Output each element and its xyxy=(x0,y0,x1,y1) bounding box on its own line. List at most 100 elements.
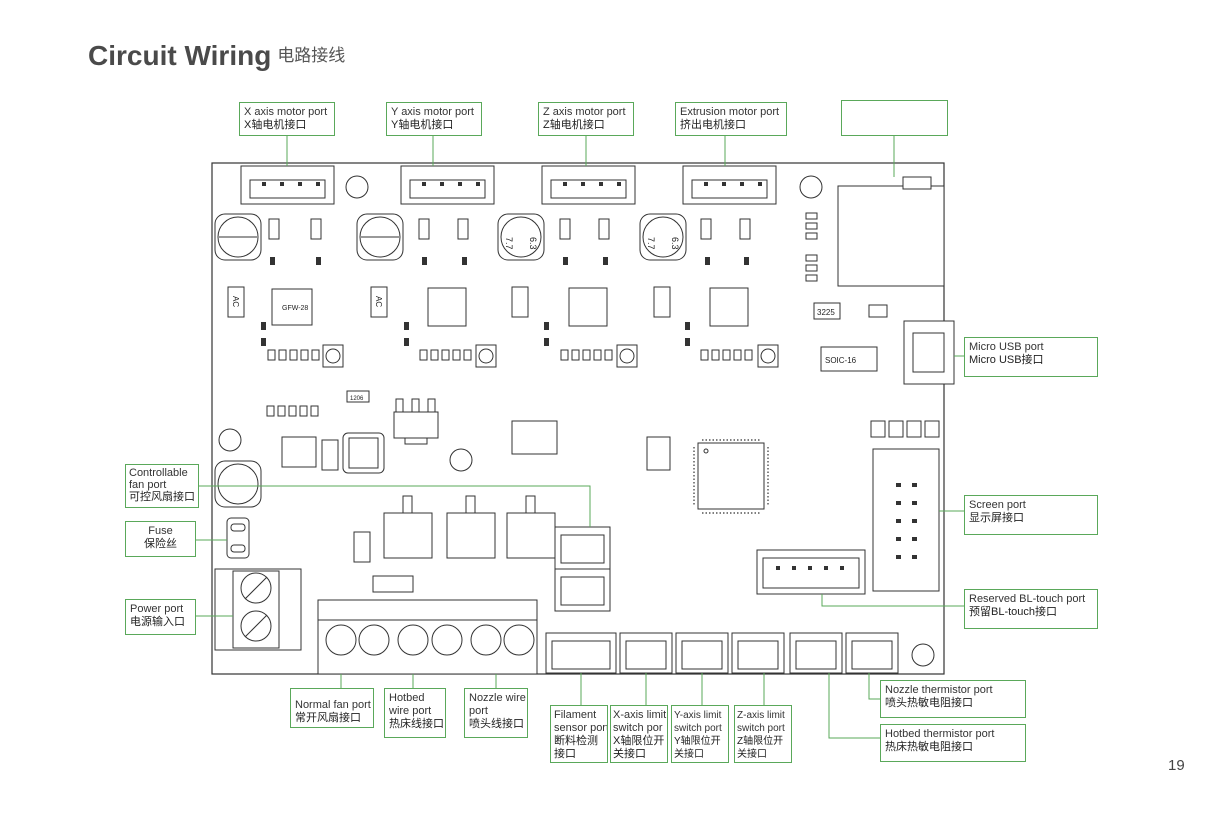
label-z-limit-zh1: Z轴限位开 xyxy=(737,736,784,747)
label-micro-usb-zh: Micro USB接口 xyxy=(969,354,1044,366)
label-nozzle-therm-zh: 喷头热敏电阻接口 xyxy=(885,697,973,709)
label-power-zh: 电源输入口 xyxy=(130,616,185,628)
label-y-limit-zh2: 关接口 xyxy=(674,749,704,760)
motor-connectors xyxy=(240,165,777,205)
crystal-3225-mark: 3225 xyxy=(817,308,835,317)
label-sd-card-empty xyxy=(841,100,948,136)
label-normal-fan-en: Normal fan port xyxy=(295,699,371,711)
label-hotbed-wire-en2: wire port xyxy=(389,705,432,717)
label-nozzle-wire-en2: port xyxy=(469,705,488,717)
label-y-limit-en1: Y-axis limit xyxy=(674,710,722,721)
label-ctrl-fan: Controllable fan port 可控风扇接口 xyxy=(125,464,199,508)
mcu-chip xyxy=(697,442,765,510)
fuse-component xyxy=(226,517,250,559)
cap-mark-3: 6.3 xyxy=(670,237,680,250)
label-z-limit-en1: Z-axis limit xyxy=(737,710,785,721)
label-bltouch-en: Reserved BL-touch port xyxy=(969,593,1086,605)
page-number: 19 xyxy=(1168,757,1185,774)
label-fuse-zh: 保险丝 xyxy=(144,538,177,550)
sop8-chip xyxy=(281,436,317,468)
potentiometers xyxy=(322,344,779,368)
label-screen-zh: 显示屏接口 xyxy=(969,512,1024,524)
label-z-limit: Z-axis limit switch port Z轴限位开 关接口 xyxy=(734,705,792,763)
micro-usb-connector xyxy=(903,320,955,385)
soic16-mark: SOIC-16 xyxy=(825,356,857,365)
label-x-motor-zh: X轴电机接口 xyxy=(244,119,307,131)
label-x-limit-zh1: X轴限位开 xyxy=(613,735,665,747)
label-bltouch: Reserved BL-touch port 预留BL-touch接口 xyxy=(964,589,1098,629)
label-x-limit-zh2: 关接口 xyxy=(613,748,646,760)
label-fuse: Fuse 保险丝 xyxy=(125,521,196,557)
label-y-motor-zh: Y轴电机接口 xyxy=(391,119,454,131)
label-z-limit-zh2: 关接口 xyxy=(737,749,767,760)
diode-ac-1: AC xyxy=(231,296,240,307)
motor-connector-pins xyxy=(262,182,762,186)
bottom-connectors xyxy=(545,632,899,674)
label-normal-fan: Normal fan port 常开风扇接口 xyxy=(290,688,374,728)
label-x-motor-en: X axis motor port xyxy=(244,106,328,118)
label-filament-zh1: 断料检测 xyxy=(554,735,598,747)
title-zh: 电路接线 xyxy=(277,46,346,65)
label-nozzle-wire-en1: Nozzle wire xyxy=(469,692,526,704)
label-filament-en2: sensor port xyxy=(554,722,608,734)
label-z-motor-zh: Z轴电机接口 xyxy=(543,119,605,131)
capacitors xyxy=(214,213,687,508)
diodes xyxy=(227,286,671,593)
label-y-limit-en2: switch port xyxy=(674,723,722,734)
sd-card-slot xyxy=(837,176,945,287)
cap-mark-1: 6.3 xyxy=(528,237,538,250)
label-filament-en1: Filament xyxy=(554,709,597,721)
label-hotbed-therm-en: Hotbed thermistor port xyxy=(885,728,995,740)
screen-connector xyxy=(872,448,940,592)
gfw-chip-mark: GFW-28 xyxy=(282,305,308,312)
label-z-motor: Z axis motor port Z轴电机接口 xyxy=(538,102,634,136)
cap-mark-2: 7.7 xyxy=(504,237,514,250)
page-title: Circuit Wiring 电路接线 xyxy=(88,40,345,72)
label-x-motor: X axis motor port X轴电机接口 xyxy=(239,102,335,136)
label-screen-en: Screen port xyxy=(969,499,1026,511)
label-x-limit: X-axis limit switch por X轴限位开 关接口 xyxy=(610,705,668,763)
fan-connectors xyxy=(554,526,611,612)
label-power-en: Power port xyxy=(130,603,184,615)
label-hotbed-wire-en1: Hotbed xyxy=(389,692,425,704)
label-micro-usb: Micro USB port Micro USB接口 xyxy=(964,337,1098,377)
resistor-1206-mark: 1206 xyxy=(350,396,364,402)
stepper-driver-chips xyxy=(271,287,749,327)
label-y-motor-en: Y axis motor port xyxy=(391,106,474,118)
label-hotbed-wire: Hotbed wire port 热床线接口 xyxy=(384,688,446,738)
driver-ic-tssop xyxy=(511,420,558,455)
title-en: Circuit Wiring xyxy=(88,40,272,71)
mcu-pins xyxy=(693,439,769,514)
label-ctrl-fan-en1: Controllable xyxy=(129,467,188,479)
small-pads xyxy=(261,257,749,346)
label-bltouch-zh: 预留BL-touch接口 xyxy=(969,606,1058,618)
soic16-chip xyxy=(820,346,878,372)
label-filament-zh2: 接口 xyxy=(554,748,576,760)
mounting-holes xyxy=(218,175,935,667)
label-z-motor-en: Z axis motor port xyxy=(543,106,626,118)
label-x-limit-en2: switch por xyxy=(613,722,663,734)
crystal xyxy=(646,436,671,471)
diode-mid xyxy=(321,439,339,471)
label-x-limit-en1: X-axis limit xyxy=(613,709,667,721)
bltouch-connector xyxy=(756,549,866,595)
label-hotbed-wire-zh: 热床线接口 xyxy=(389,718,444,730)
power-terminal xyxy=(214,568,302,651)
diode-ac-2: AC xyxy=(374,296,383,307)
leader-lines xyxy=(196,135,964,739)
button-row xyxy=(870,420,940,438)
label-ctrl-fan-zh: 可控风扇接口 xyxy=(129,491,195,503)
terminal-block xyxy=(317,599,538,675)
label-nozzle-wire: Nozzle wire port 喷头线接口 xyxy=(464,688,528,738)
mosfets xyxy=(383,495,556,559)
label-nozzle-therm-en: Nozzle thermistor port xyxy=(885,684,993,696)
label-power: Power port 电源输入口 xyxy=(125,599,196,635)
label-y-motor: Y axis motor port Y轴电机接口 xyxy=(386,102,482,136)
label-hotbed-therm-zh: 热床热敏电阻接口 xyxy=(885,741,973,753)
label-filament: Filament sensor port 断料检测 接口 xyxy=(550,705,608,763)
label-nozzle-wire-zh: 喷头线接口 xyxy=(469,718,524,730)
resistors-top xyxy=(268,218,751,240)
label-e-motor-en: Extrusion motor port xyxy=(680,106,780,118)
crystal-3225 xyxy=(813,302,841,320)
